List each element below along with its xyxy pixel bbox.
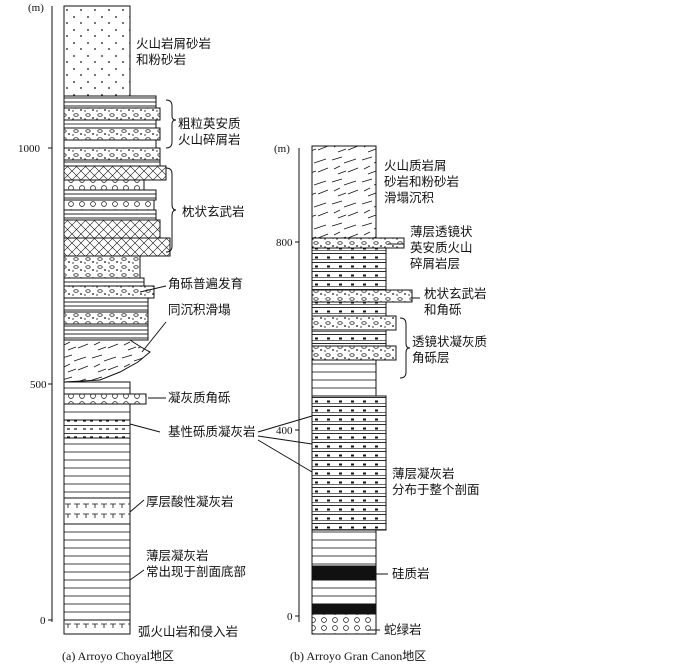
layer-b-lens-breccia-2 xyxy=(311,345,397,361)
layer-a-acid-tuff xyxy=(63,497,131,525)
column-a-layers xyxy=(63,5,171,635)
label-b-lens-dacite-2: 英安质火山 xyxy=(410,240,473,255)
layer-a-thin-1 xyxy=(63,119,157,129)
layer-b-lens-breccia-1 xyxy=(311,315,397,331)
arrow-a-breccia xyxy=(139,285,167,293)
label-b-lens-dacite-1: 薄层透镜状 xyxy=(410,224,473,239)
layer-a-clastic-1 xyxy=(63,107,161,121)
layer-b-tuff-4 xyxy=(311,359,377,397)
layer-a-basic-tuff xyxy=(63,419,131,439)
layer-a-thin-9 xyxy=(63,381,131,395)
column-b-unit: (m) xyxy=(274,143,290,155)
label-b-volcanic-slump-3: 滑塌沉积 xyxy=(384,190,434,205)
column-b-layers xyxy=(311,145,413,635)
layer-b-serpentinite xyxy=(311,613,377,635)
layer-b-slump xyxy=(311,145,377,239)
layer-a-slump xyxy=(63,339,151,383)
column-b-tick-label-0: 0 xyxy=(287,611,293,623)
layer-a-thin-5 xyxy=(63,209,157,221)
column-b: (m) 800 400 0 xyxy=(257,143,487,663)
label-b-lens-breccia-1: 透镜状凝灰质 xyxy=(412,334,487,349)
column-a-tick-label-0: 0 xyxy=(40,615,46,627)
layer-b-chert xyxy=(311,565,377,581)
label-b-pillow-breccia-2: 和角砾 xyxy=(424,302,462,317)
label-b-lens-dacite-3: 碎屑岩层 xyxy=(410,256,460,271)
layer-a-laminated xyxy=(63,95,157,109)
layer-b-pillow-breccia xyxy=(311,289,413,303)
layer-a-tuff-breccia xyxy=(63,393,147,405)
layer-a-clastic-2 xyxy=(63,127,161,141)
layer-a-pillow-3 xyxy=(63,199,155,211)
column-b-tick-label-800: 800 xyxy=(276,237,293,249)
label-a-volcanic-sandstone-2: 和粉砂岩 xyxy=(136,52,186,67)
layer-a-tuff-1 xyxy=(63,437,131,499)
column-b-tick-label-400: 400 xyxy=(276,425,293,437)
layer-a-thin-8 xyxy=(63,323,149,341)
layer-a-base xyxy=(63,619,131,635)
label-a-thin-tuff-1: 薄层凝灰岩 xyxy=(146,548,209,563)
brace-a-clastics xyxy=(165,99,177,149)
layer-a-breccia-3 xyxy=(63,311,149,325)
label-b-pillow-breccia-1: 枕状玄武岩 xyxy=(424,286,487,301)
column-a-tick-label-1000: 1000 xyxy=(18,143,41,155)
column-a-unit: (m) xyxy=(28,2,44,14)
layer-a-thin-6 xyxy=(63,277,145,287)
layer-a-thin-tuff xyxy=(63,523,131,621)
label-a-breccia-common: 角砾普遍发育 xyxy=(168,276,243,291)
layer-a-thin-2 xyxy=(63,139,157,149)
label-b-thin-tuff-1: 薄层凝灰岩 xyxy=(392,466,455,481)
label-b-serpentinite: 蛇绿岩 xyxy=(384,622,422,637)
layer-b-tuff-6 xyxy=(311,579,377,605)
layer-a-breccia-1 xyxy=(63,255,141,279)
label-b-thin-tuff-2: 分布于整个剖面 xyxy=(392,482,480,497)
label-a-syn-slump: 同沉积滑塌 xyxy=(168,302,231,317)
label-a-andesitic-clastics-1: 粗粒英安质 xyxy=(178,116,241,131)
label-a-andesitic-clastics-2: 火山碎屑岩 xyxy=(178,132,241,147)
label-a-thick-acid-tuff: 厚层酸性凝灰岩 xyxy=(146,494,234,509)
layer-b-chert-2 xyxy=(311,603,377,615)
layer-a-thin-7 xyxy=(63,297,149,313)
arrow-a-basic-tuff xyxy=(129,423,161,433)
arrow-b-basic-tuff-2 xyxy=(257,435,313,445)
label-b-volcanic-slump-1: 火山质岩屑 xyxy=(384,158,447,173)
arrow-a-thin-tuff xyxy=(129,569,145,581)
label-a-base: 弧火山岩和侵入岩 xyxy=(138,624,238,639)
layer-a-pillow-5 xyxy=(63,237,171,257)
label-a-pillow-basalt: 枕状玄武岩 xyxy=(182,204,245,219)
caption-a: (a) Arroyo Choyal地区 xyxy=(62,649,174,663)
label-b-volcanic-slump-2: 砂岩和粉砂岩 xyxy=(384,174,459,189)
layer-a-pillow-4 xyxy=(63,219,161,239)
layer-b-thin-tuff xyxy=(311,395,387,531)
layer-a-volcanic-sandstone xyxy=(63,5,131,97)
brace-a-pillow xyxy=(165,167,177,253)
layer-a-pillow-2 xyxy=(63,179,145,191)
label-a-volcanic-sandstone-1: 火山岩屑砂岩 xyxy=(136,36,211,51)
arrow-a-acid-tuff xyxy=(129,499,145,513)
column-a: (m) 1000 500 0 xyxy=(18,2,256,663)
layer-a-pillow-1 xyxy=(63,165,167,181)
layer-b-tuff-3 xyxy=(311,329,387,347)
layer-b-lens-dacite xyxy=(311,237,405,249)
layer-a-thin-4 xyxy=(63,189,157,201)
column-a-tick-label-500: 500 xyxy=(30,379,47,391)
brace-b-lens-breccia xyxy=(399,317,411,379)
label-b-chert: 硅质岩 xyxy=(392,566,430,581)
arrow-b-basic-tuff-3 xyxy=(257,439,313,473)
layer-b-tuff-5 xyxy=(311,529,377,567)
arrow-b-basic-tuff-1 xyxy=(257,415,313,433)
label-a-basic-tuff: 基性砾质凝灰岩 xyxy=(168,424,256,439)
label-b-lens-breccia-2: 角砾层 xyxy=(412,350,450,365)
label-a-thin-tuff-2: 常出现于剖面底部 xyxy=(146,564,246,579)
arrow-a-slump xyxy=(141,321,167,353)
layer-a-thin-3 xyxy=(63,159,161,167)
label-a-tuff-breccia: 凝灰质角砾 xyxy=(168,390,231,405)
layer-a-clastic-3 xyxy=(63,147,161,161)
layer-b-tuff-2 xyxy=(311,301,387,317)
caption-b: (b) Arroyo Gran Canon地区 xyxy=(290,649,426,663)
layer-b-tuff-1 xyxy=(311,247,387,291)
layer-a-thin-10 xyxy=(63,403,131,421)
